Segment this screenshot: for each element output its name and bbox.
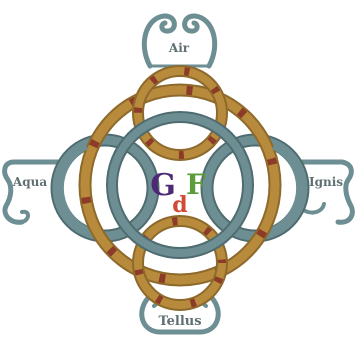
monogram-f: F [186, 168, 206, 201]
label-aqua: Aqua [12, 175, 47, 189]
label-air: Air [168, 41, 190, 55]
label-ignis: Ignis [309, 175, 343, 189]
tellus-ring [138, 221, 222, 305]
label-tellus: Tellus [158, 314, 201, 329]
gdf-monogram: G d F [150, 168, 206, 218]
inner-teal-ring [112, 117, 248, 253]
